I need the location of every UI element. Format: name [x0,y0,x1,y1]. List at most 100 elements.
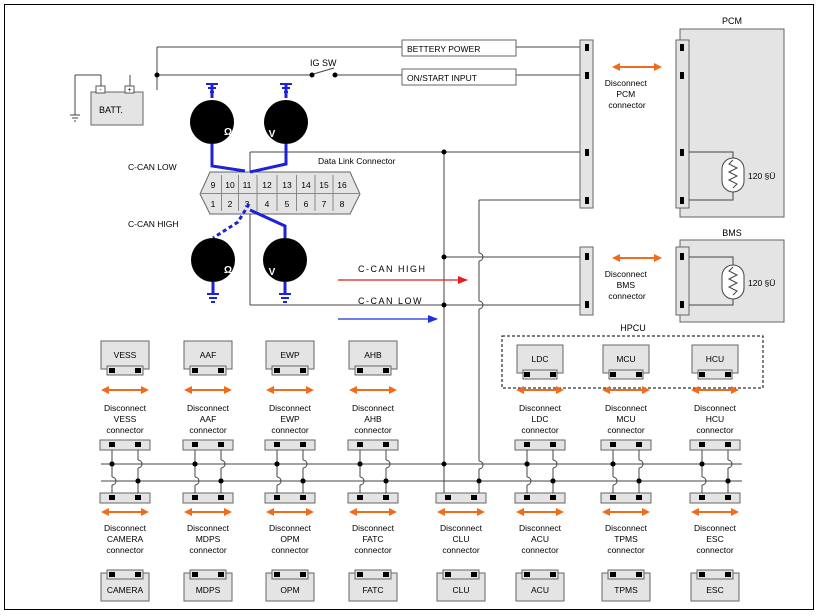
dlc-title: Data Link Connector [318,156,396,166]
pcm-terminating-resistor [689,151,745,201]
voltmeter-icon [264,100,308,144]
disconnect-arrow [516,386,564,394]
disconnect-arrow [602,386,650,394]
ig-sw-label: IG SW [310,58,337,68]
pcm-disconnect-arrow [612,63,662,71]
inline-connector [99,439,151,451]
junction-dot [441,254,447,260]
branch-wire [276,464,282,493]
module-box: ACU [515,569,565,602]
module-box: AAF [183,340,233,376]
module-name: CLU [452,585,469,595]
junction-dot [218,478,224,484]
inline-connector [689,492,741,504]
module-name: LDC [531,354,548,364]
dlc-pin-label: 3 [245,199,250,209]
ohmmeter-symbol: Ω [224,265,232,276]
junction-dot [441,302,447,308]
module-box: VESS [100,340,150,376]
module-name: MDPS [196,585,221,595]
dlc-pin-label: 10 [225,180,235,190]
connector-pin [585,301,589,308]
branch-wire [612,464,618,493]
ground-symbol [70,114,80,122]
on-start-input-box [401,68,517,86]
battery-label: BATT. [99,105,123,115]
module-name: AAF [200,350,217,360]
battery-power-box [401,39,517,57]
junction-dot [274,461,280,467]
meter-volt-top: V [249,83,308,174]
dlc-pin-label: 8 [340,199,345,209]
ohmmeter-symbol: Ω [224,127,232,138]
meter-ohm-top: Ω [190,83,246,173]
voltmeter-symbol: V [269,129,276,140]
dlc-pin-label: 15 [319,180,329,190]
branch-wire [220,450,226,481]
branch-wire [111,464,117,493]
hpcu-title: HPCU [620,323,646,333]
module-box: MDPS [183,569,233,602]
junction-dot [192,461,198,467]
dlc-can-low-label: C-CAN LOW [128,162,177,172]
module-name: HCU [706,354,724,364]
inline-connector [264,492,316,504]
pcm-disconnect-label: Disconnect PCM connector [605,78,649,110]
branch-wire [552,450,558,481]
disconnect-arrow [691,508,739,516]
dlc-pin-label: 7 [322,199,327,209]
disconnect-arrow [101,386,149,394]
battery-minus-terminal [95,85,106,94]
inline-connector [600,439,652,451]
junction-dot [357,461,363,467]
disconnect-arrow [349,386,397,394]
module-name: EWP [280,350,300,360]
battery-box [90,91,144,126]
inline-connector [264,439,316,451]
dlc-pin-dividers [221,175,334,211]
module-box: LDC [516,344,564,380]
module-name: MCU [616,354,635,364]
junction-dot [441,149,447,155]
dlc-pin-label: 5 [285,199,290,209]
inline-connector [182,492,234,504]
disconnect-arrow [516,508,564,516]
disconnect-arrow [691,386,739,394]
junction-dot [524,461,530,467]
disconnect-arrow [437,508,485,516]
junction-dot [725,478,731,484]
module-box: EWP [265,340,315,376]
ig-switch-contact-right [332,72,338,78]
diagram-frame [4,4,814,610]
module-box: FATC [348,569,398,602]
dlc-pin-label: 13 [282,180,292,190]
bms-resistor-label: 120 §Ü [748,278,775,288]
dlc-can-high-label: C-CAN HIGH [128,219,179,229]
module-box: CAMERA [100,569,150,602]
can-low-arrow-label: C-CAN LOW [358,296,423,306]
inline-connector [600,492,652,504]
inline-connector [435,492,487,504]
pcm-resistor-label: 120 §Ü [748,171,775,181]
bms-side-connector [579,246,594,316]
junction-dot [441,461,447,467]
module-name: ESC [706,585,723,595]
bms-module-connector [675,246,690,316]
ig-switch-contact-left [309,72,315,78]
